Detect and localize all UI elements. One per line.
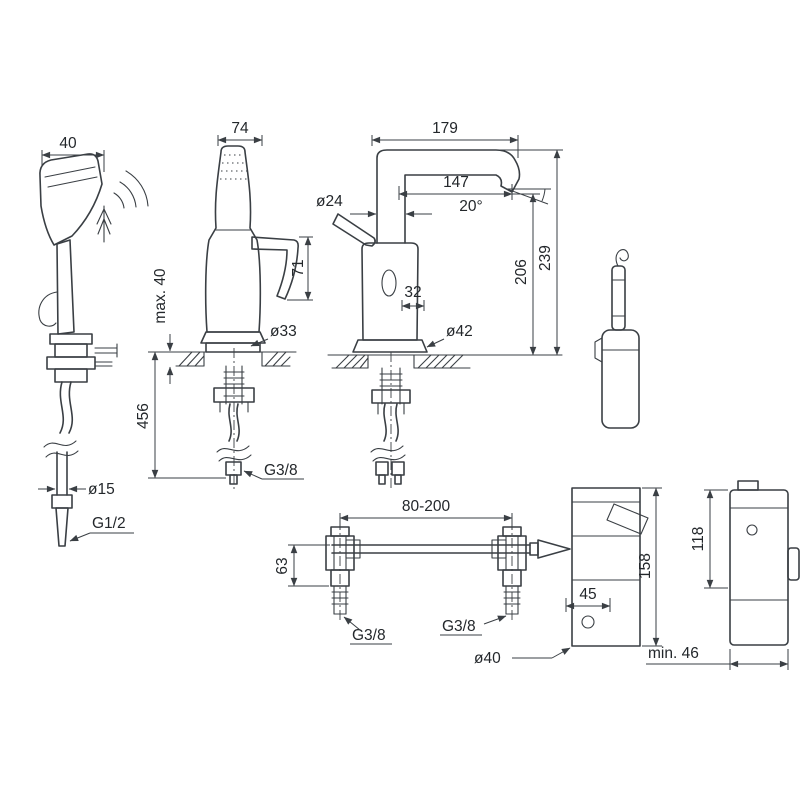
faucet-base: [200, 331, 266, 353]
shower-hose: [43, 381, 79, 496]
dim-label-456: 456: [135, 403, 152, 429]
dim-label-40: 40: [59, 135, 77, 152]
dim-label-o24: ø24: [316, 193, 343, 210]
dim-label-74: 74: [231, 120, 249, 137]
stem: [611, 265, 626, 331]
connection-pipe: [331, 539, 531, 559]
dim-label-179: 179: [432, 120, 458, 137]
dim-width-74: 74: [217, 120, 263, 146]
dim-height-118: 118: [690, 489, 728, 589]
dim-deck-max40: max. 40: [152, 268, 174, 384]
dim-supply-thread: G3/8: [243, 462, 304, 480]
dim-label-hose-thread: G1/2: [92, 515, 126, 532]
handle-body: [601, 329, 640, 429]
mounting-deck: [327, 354, 563, 369]
dim-base-diameter-33: ø33: [250, 323, 297, 347]
dim-hose-diameter: ø15: [38, 481, 115, 498]
dim-label-80-200: 80-200: [402, 498, 451, 515]
faucet-base: [352, 339, 428, 353]
wireless-signal-icon: [113, 170, 149, 209]
dim-label-o33: ø33: [270, 323, 297, 340]
dim-center-distance: 80-200: [339, 498, 513, 530]
side-knob: [787, 547, 800, 581]
faucet-side-view: 74 71: [135, 120, 313, 490]
dim-label-32: 32: [404, 284, 421, 301]
cable: [615, 249, 629, 267]
remote-handle-view: [594, 249, 640, 429]
dim-label-118: 118: [690, 527, 707, 552]
faucet-body: [204, 145, 262, 333]
supply-hose: [216, 403, 252, 485]
dim-hose-456: 456: [135, 351, 226, 479]
dim-label-20deg: 20°: [459, 198, 482, 215]
hand-shower-view: 40: [38, 135, 149, 547]
mixer-side-view: 118 min. 46: [646, 480, 800, 670]
angle-indicator: 20°: [459, 188, 551, 215]
shower-handle: [38, 239, 75, 335]
faucet-body: [361, 242, 419, 341]
dim-hole-diameter-40: ø40: [474, 647, 571, 667]
dim-label-206: 206: [513, 259, 530, 285]
dim-label-239: 239: [537, 245, 554, 271]
hose-end-fitting: [51, 494, 73, 547]
dim-label-45: 45: [579, 586, 596, 603]
dim-label-158: 158: [637, 553, 654, 579]
dim-base-diameter-42: ø42: [426, 323, 473, 348]
side-body: [729, 480, 800, 646]
dim-offset-45: 45: [565, 586, 611, 612]
dim-label-g38: G3/8: [264, 462, 298, 479]
check-valve-connector: [529, 539, 571, 559]
faucet-lever: [251, 236, 299, 300]
dim-handle-71: 71: [287, 236, 313, 301]
dim-height-206: 206: [507, 193, 540, 356]
dim-height-239: 239: [500, 149, 563, 356]
dim-label-71: 71: [290, 259, 307, 276]
dim-label-hose-diameter: ø15: [88, 481, 115, 498]
mounting-deck: [159, 351, 297, 367]
dim-width-40: 40: [41, 135, 105, 172]
dim-label-min46: min. 46: [648, 645, 699, 662]
installation-view: 80-200: [274, 487, 662, 667]
wall-bracket: [46, 333, 118, 383]
right-supply-valve: [497, 526, 527, 615]
dim-reach-179: 179: [371, 120, 519, 158]
dim-spout-diameter-24: ø24: [316, 193, 432, 218]
dim-riser-63: 63: [274, 544, 330, 587]
dim-label-g38-right: G3/8: [442, 618, 476, 635]
faucet-lever: [332, 213, 376, 247]
dim-label-63: 63: [274, 557, 291, 574]
dim-label-o40: ø40: [474, 650, 501, 667]
dim-thread-right: G3/8: [440, 615, 507, 636]
faucet-spout-view: 179 20° 147 ø24 32: [316, 120, 563, 490]
dim-label-max40: max. 40: [152, 268, 169, 324]
supply-hoses: [370, 403, 406, 485]
dim-label-147: 147: [443, 174, 469, 191]
dim-label-o42: ø42: [446, 323, 473, 340]
dim-min-clearance: min. 46: [646, 645, 789, 670]
dim-hose-thread: G1/2: [69, 515, 134, 542]
spout: [376, 149, 521, 244]
dim-detail-32: 32: [401, 284, 425, 311]
spray-head: [39, 153, 103, 246]
clip: [594, 337, 603, 363]
thermostat-front: [571, 487, 649, 647]
antenna-icon: [96, 205, 112, 243]
dim-thread-left: G3/8: [343, 616, 392, 645]
dim-height-158: 158: [637, 487, 662, 647]
dim-inner-reach-147: 147: [398, 174, 513, 200]
dim-label-g38-left: G3/8: [352, 627, 386, 644]
